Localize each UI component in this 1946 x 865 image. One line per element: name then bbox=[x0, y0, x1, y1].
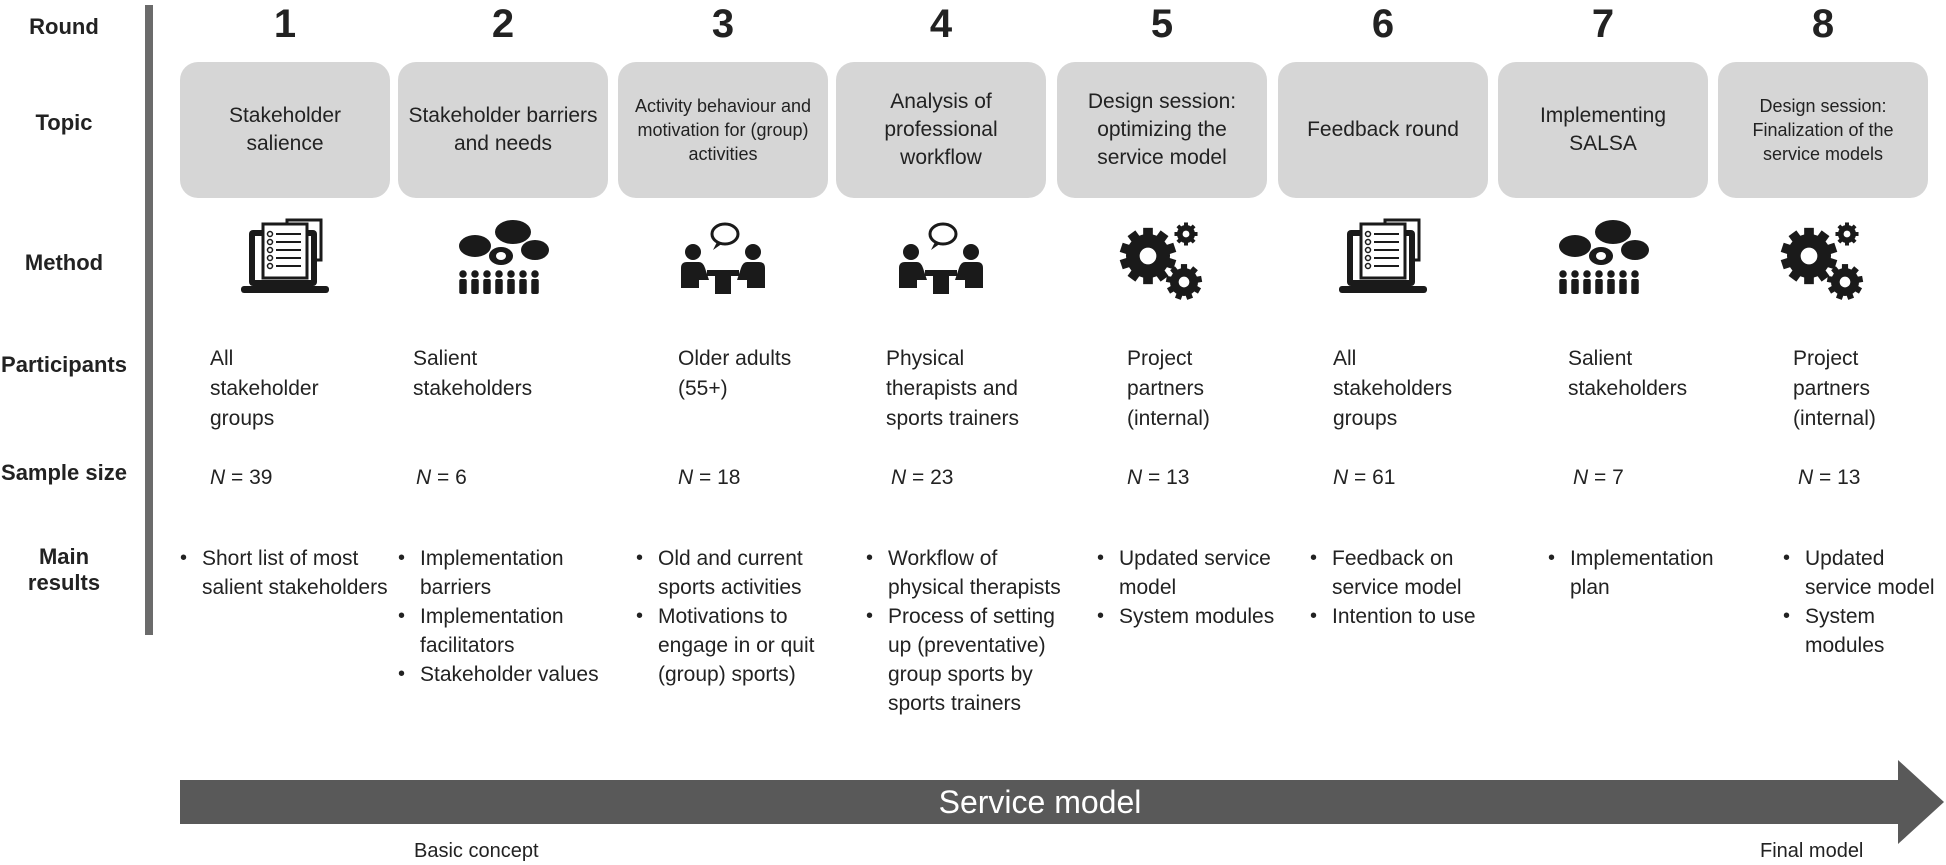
result-item: Stakeholder values bbox=[398, 660, 628, 689]
row-label-sample-size: Sample size bbox=[1, 460, 127, 485]
result-item: Intention to use bbox=[1310, 602, 1508, 631]
gears-icon bbox=[1112, 218, 1212, 308]
result-item: System modules bbox=[1783, 602, 1946, 660]
arrow-end-label: Final model bbox=[1760, 840, 1864, 862]
main-results-list: Implementation plan bbox=[1548, 544, 1728, 602]
sample-size-text: N = 18 bbox=[678, 466, 741, 489]
row-label-main-results: Main results bbox=[27, 544, 101, 595]
result-item: Implementation plan bbox=[1548, 544, 1728, 602]
round-number: 8 bbox=[1811, 2, 1835, 46]
topic-box: Feedback round bbox=[1278, 62, 1488, 198]
topic-box: Activity behaviour and motivation for (g… bbox=[618, 62, 828, 198]
round-number: 6 bbox=[1371, 2, 1395, 46]
arrow-head-icon bbox=[1898, 760, 1944, 844]
result-item: Implementation facilitators bbox=[398, 602, 628, 660]
topic-box: Design session: Finalization of the serv… bbox=[1718, 62, 1928, 198]
main-results-list: Implementation barriersImplementation fa… bbox=[398, 544, 628, 689]
arrow-start-label: Basic concept bbox=[414, 840, 539, 862]
round-number: 7 bbox=[1591, 2, 1615, 46]
round-number: 5 bbox=[1150, 2, 1174, 46]
arrow-label: Service model bbox=[938, 784, 1142, 820]
topic-box: Stakeholder salience bbox=[180, 62, 390, 198]
topic-box: Design session: optimizing the service m… bbox=[1057, 62, 1267, 198]
round-number: 3 bbox=[711, 2, 735, 46]
round-number: 2 bbox=[491, 2, 515, 46]
result-item: Implementation barriers bbox=[398, 544, 628, 602]
row-label-method: Method bbox=[24, 250, 104, 275]
topic-box: Analysis of professional workflow bbox=[836, 62, 1046, 198]
service-model-arrow bbox=[180, 780, 1900, 824]
sample-size-text: N = 13 bbox=[1127, 466, 1190, 489]
sample-size-text: N = 7 bbox=[1573, 466, 1624, 489]
participants-text: Older adults(55+) bbox=[678, 347, 792, 400]
row-label-topic: Topic bbox=[35, 110, 93, 135]
main-results-list: Workflow of physical therapistsProcess o… bbox=[866, 544, 1066, 718]
topic-box: Stakeholder barriers and needs bbox=[398, 62, 608, 198]
result-item: Updated service model bbox=[1783, 544, 1946, 602]
result-item: Short list of most salient stakeholders bbox=[180, 544, 410, 602]
topic-box: Implementing SALSA bbox=[1498, 62, 1708, 198]
row-label-participants: Participants bbox=[1, 352, 127, 377]
survey-laptop-icon bbox=[235, 218, 335, 308]
gears-icon bbox=[1773, 218, 1873, 308]
round-number: 1 bbox=[273, 2, 297, 46]
result-item: System modules bbox=[1097, 602, 1287, 631]
survey-laptop-icon bbox=[1333, 218, 1433, 308]
result-item: Motivations to engage in or quit (group)… bbox=[636, 602, 848, 689]
main-results-list: Short list of most salient stakeholders bbox=[180, 544, 410, 602]
sample-size-text: N = 61 bbox=[1333, 466, 1396, 489]
focus-group-icon bbox=[1553, 218, 1653, 308]
result-item: Old and current sports activities bbox=[636, 544, 848, 602]
interview-icon bbox=[673, 218, 773, 308]
round-number: 4 bbox=[929, 2, 953, 46]
sample-size-text: N = 6 bbox=[416, 466, 467, 489]
interview-icon bbox=[891, 218, 991, 308]
sample-size-text: N = 39 bbox=[210, 466, 273, 489]
focus-group-icon bbox=[453, 218, 553, 308]
result-item: Process of setting up (preventative) gro… bbox=[866, 602, 1066, 718]
main-results-list: Updated service modelSystem modules bbox=[1783, 544, 1946, 660]
sample-size-text: N = 13 bbox=[1798, 466, 1861, 489]
result-item: Feedback on service model bbox=[1310, 544, 1508, 602]
row-label-divider bbox=[145, 5, 153, 635]
result-item: Updated service model bbox=[1097, 544, 1287, 602]
sample-size-text: N = 23 bbox=[891, 466, 954, 489]
row-label-round: Round bbox=[29, 14, 99, 39]
result-item: Workflow of physical therapists bbox=[866, 544, 1066, 602]
main-results-list: Feedback on service modelIntention to us… bbox=[1310, 544, 1508, 631]
main-results-list: Old and current sports activitiesMotivat… bbox=[636, 544, 848, 689]
main-results-list: Updated service modelSystem modules bbox=[1097, 544, 1287, 631]
